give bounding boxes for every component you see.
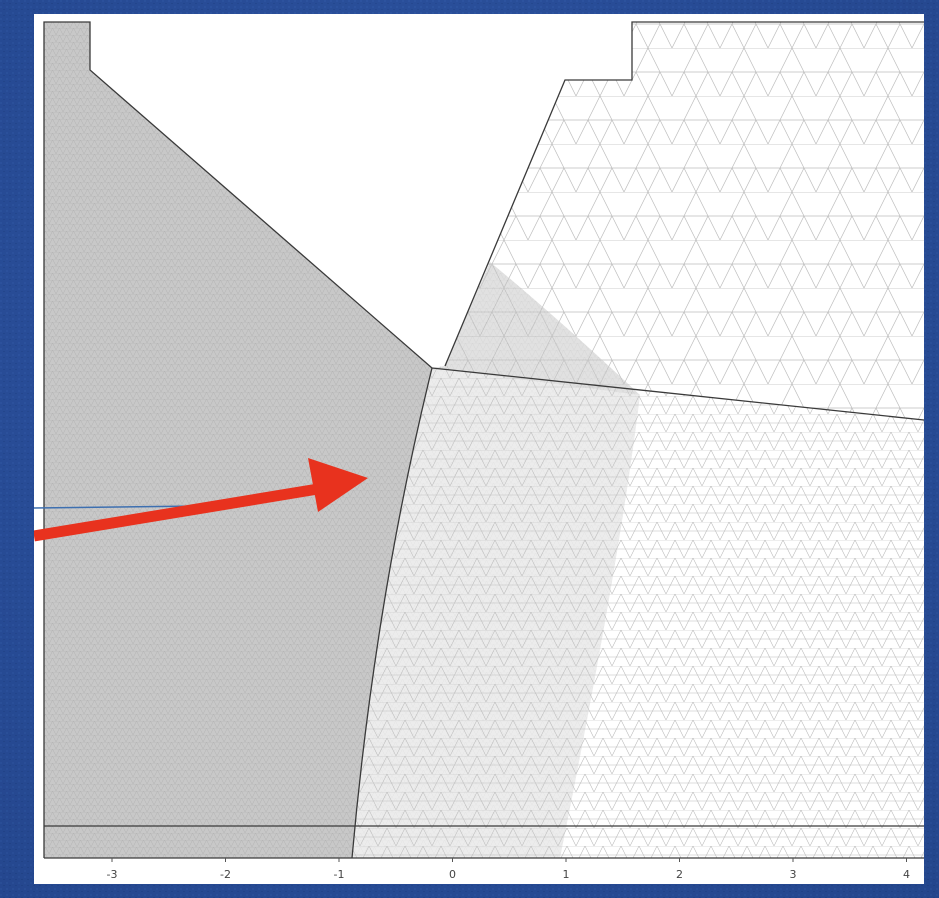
- domain-boundaries: [43, 21, 924, 859]
- annotation-lead-line: [34, 505, 201, 509]
- mesh-figure-panel: [34, 14, 924, 884]
- x-tick-label: -2: [220, 868, 231, 881]
- x-axis: [111, 858, 907, 862]
- right-upper-fine-zone: [432, 262, 640, 395]
- x-tick-label: -1: [333, 868, 345, 881]
- x-tick-label: 1: [562, 868, 570, 881]
- annotation-arrow: [34, 458, 368, 542]
- x-tick-label: 2: [676, 868, 683, 881]
- left-block-region: [44, 22, 432, 858]
- x-tick-label: 3: [789, 868, 797, 881]
- right-lower-fine-zone: [352, 368, 640, 858]
- x-tick-label: 4: [903, 868, 910, 881]
- x-tick-label: -3: [106, 868, 118, 881]
- mesh-diagram: [34, 21, 924, 862]
- x-tick-label: 0: [449, 868, 456, 881]
